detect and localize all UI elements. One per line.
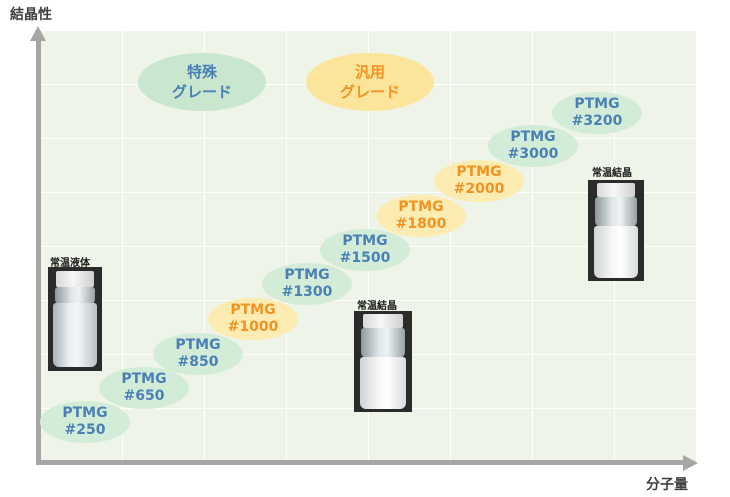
grade-ptmg-2000: PTMG #2000 <box>434 160 524 202</box>
legend-general-grade: 汎用 グレード <box>306 53 434 111</box>
photo-label-crystal-mid: 常温結晶 <box>357 301 397 312</box>
y-axis <box>36 40 41 464</box>
grade-ptmg-1300: PTMG #1300 <box>262 263 352 305</box>
grade-ptmg-3200: PTMG #3200 <box>552 92 642 134</box>
legend-general-line2: グレード <box>339 83 400 101</box>
photo-liquid-sample <box>48 267 102 371</box>
legend-special-line1: 特殊 <box>186 63 217 81</box>
y-axis-title: 結晶性 <box>10 7 52 23</box>
grade-ptmg-650: PTMG #650 <box>99 367 189 409</box>
legend-special-line2: グレード <box>171 83 232 101</box>
x-axis <box>36 460 684 465</box>
grade-ptmg-250: PTMG #250 <box>40 401 130 443</box>
photo-label-liquid: 常温液体 <box>50 258 90 269</box>
y-axis-arrow-icon <box>30 26 46 41</box>
grade-ptmg-850: PTMG #850 <box>153 333 243 375</box>
x-axis-title: 分子量 <box>646 477 688 493</box>
grade-ptmg-1500: PTMG #1500 <box>320 229 410 271</box>
legend-general-line1: 汎用 <box>354 63 385 81</box>
grade-ptmg-3000: PTMG #3000 <box>488 125 578 167</box>
photo-crystal-mid-sample <box>354 311 412 412</box>
legend-special-grade: 特殊 グレード <box>138 53 266 111</box>
grade-ptmg-1800: PTMG #1800 <box>376 195 466 237</box>
photo-label-crystal-high: 常温結晶 <box>592 168 632 179</box>
photo-crystal-high-sample <box>588 180 644 281</box>
grade-ptmg-1000: PTMG #1000 <box>208 298 298 340</box>
x-axis-arrow-icon <box>683 455 698 471</box>
